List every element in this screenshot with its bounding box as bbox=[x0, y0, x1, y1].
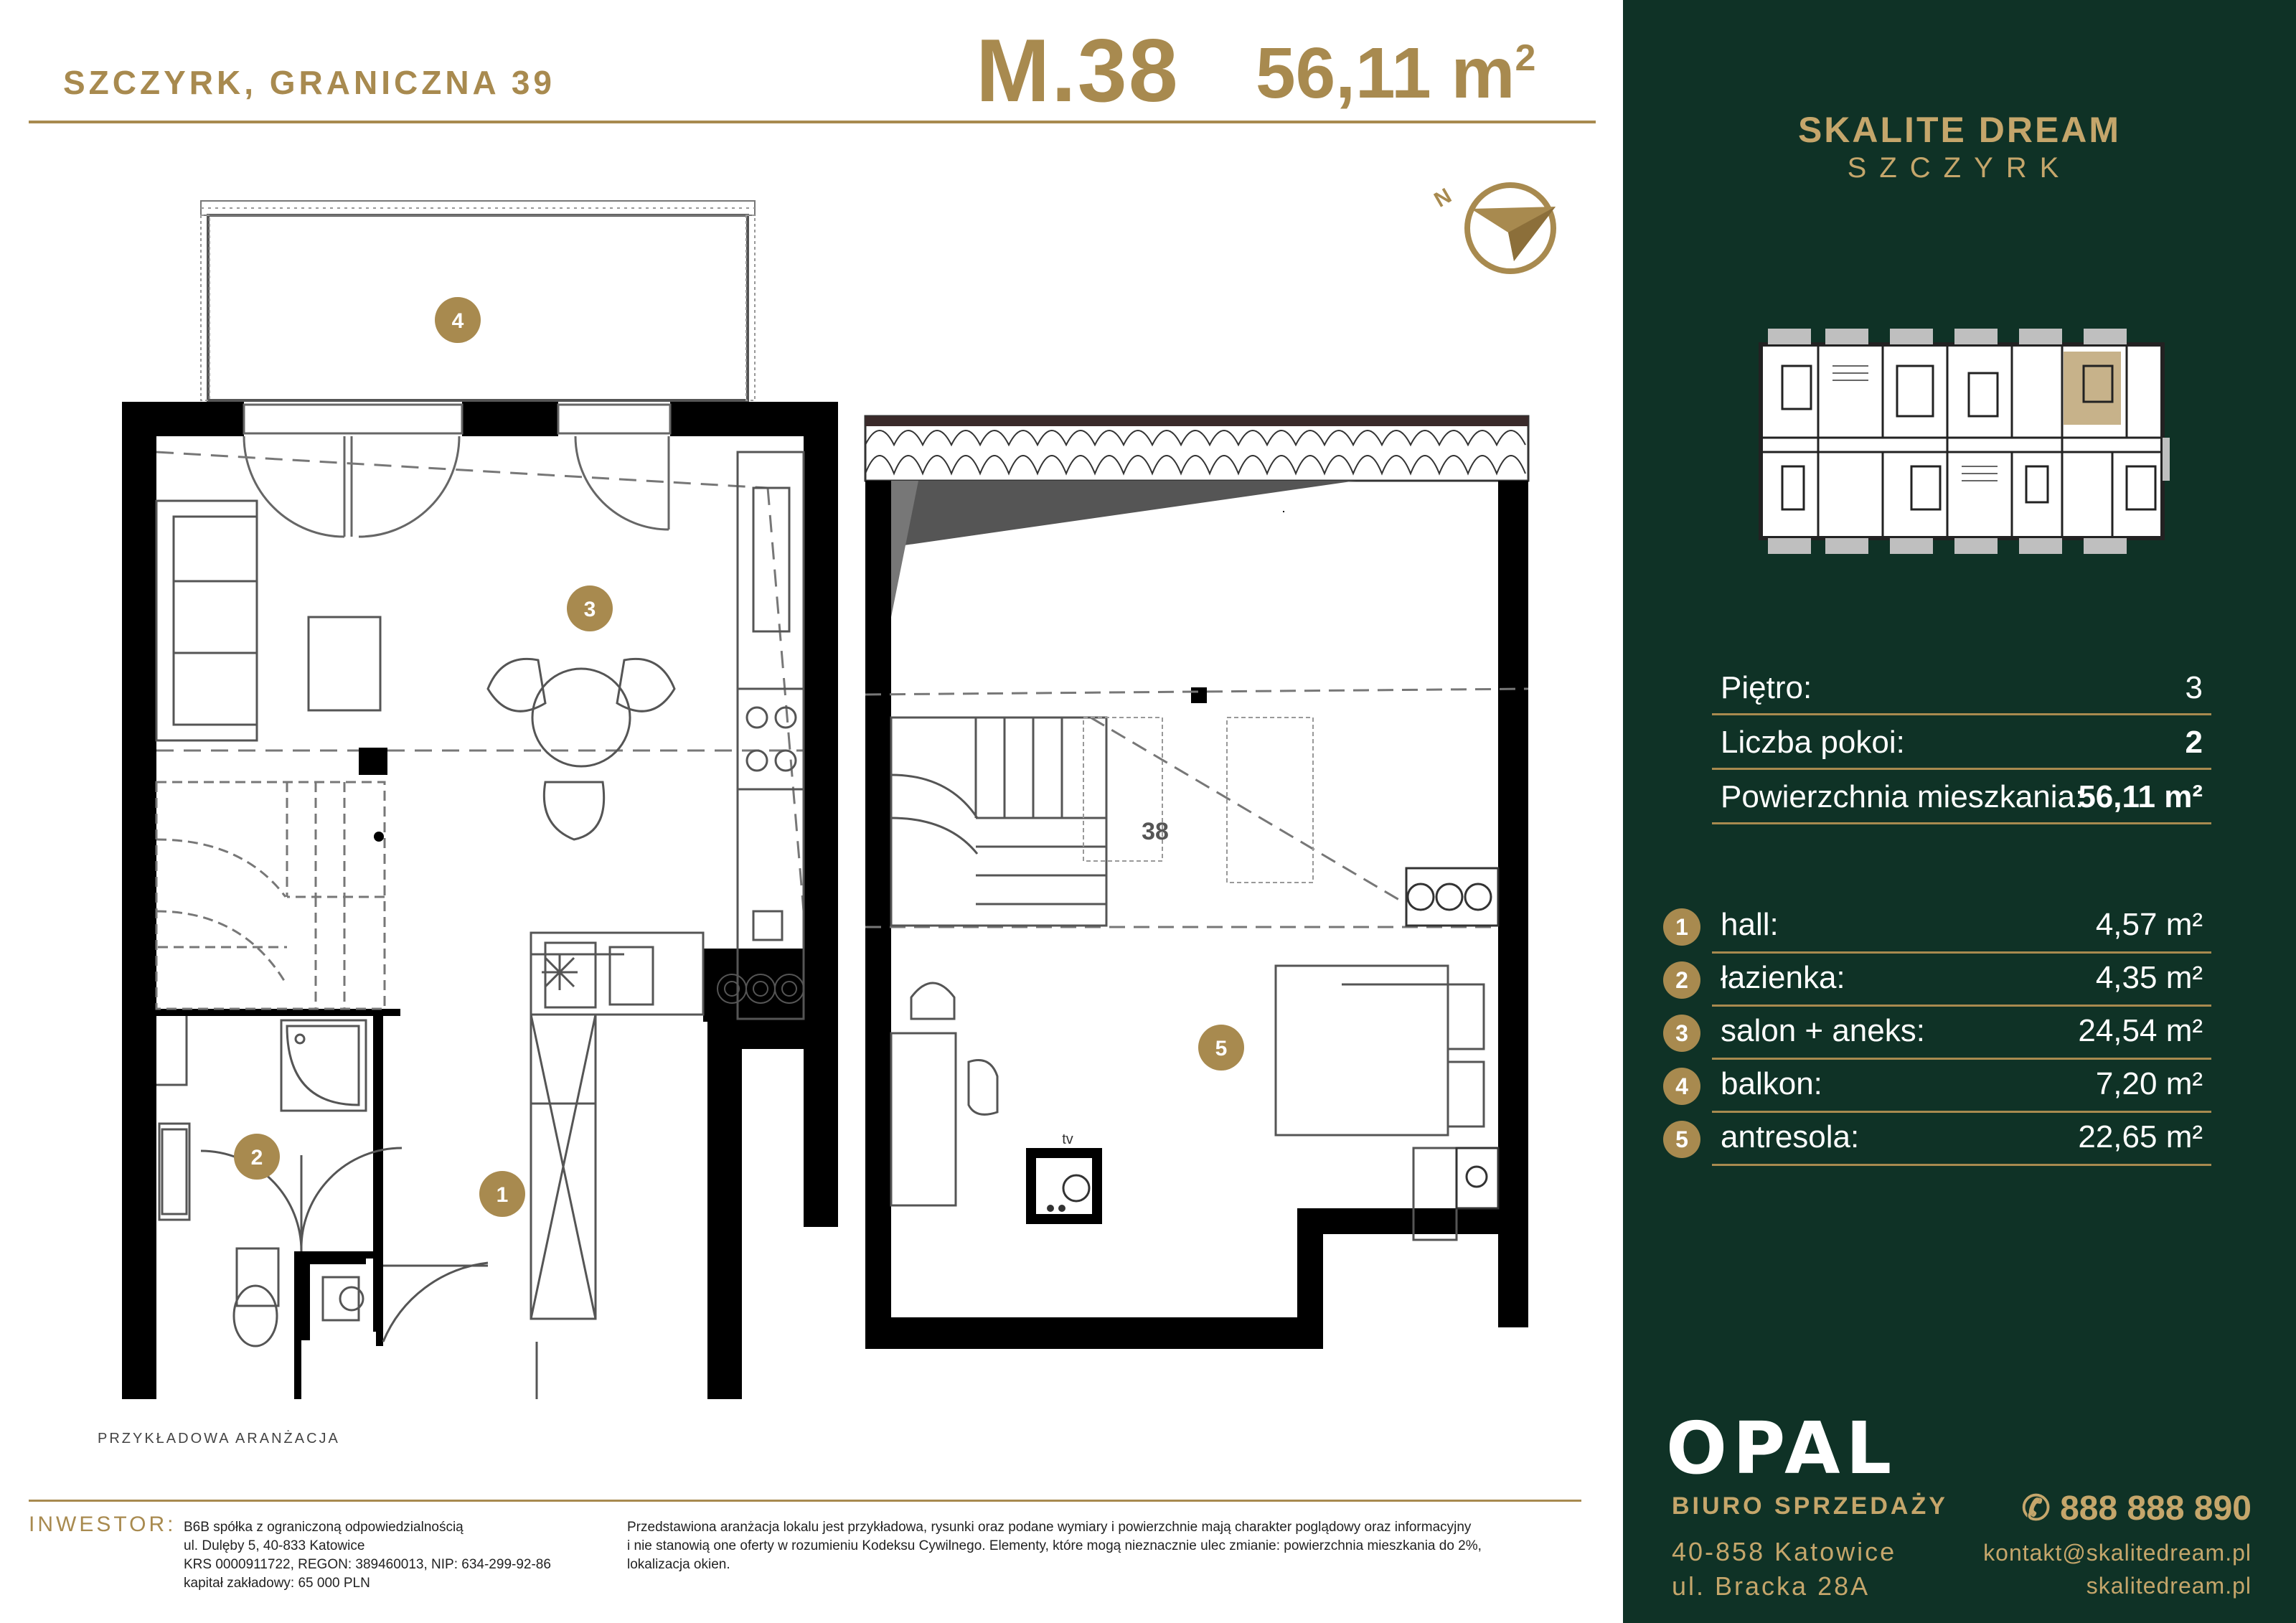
mezzanine-number-label: 38 bbox=[1142, 818, 1169, 845]
stat-area-label: Powierzchnia mieszkania: bbox=[1721, 779, 2084, 814]
stat-rooms-value: 2 bbox=[2185, 725, 2203, 760]
room-list-badge-3: 3 bbox=[1663, 1015, 1700, 1052]
walls-main bbox=[122, 402, 838, 1399]
investor-label: INWESTOR: bbox=[29, 1513, 177, 1536]
room-list-badge-4: 4 bbox=[1663, 1068, 1700, 1105]
info-panel: SKALITE DREAM SZCZYRK bbox=[1623, 0, 2296, 1623]
unit-area-sup: 2 bbox=[1515, 37, 1536, 79]
address-heading: SZCZYRK, GRANICZNA 39 bbox=[63, 64, 555, 101]
room-label-mezzanine: antresola: bbox=[1721, 1119, 1860, 1154]
room-area-balcony: 7,20 m² bbox=[2095, 1066, 2203, 1101]
disclaimer-line: i nie stanowią one oferty w rozumieniu K… bbox=[627, 1538, 1482, 1553]
unit-number: M.38 bbox=[976, 22, 1180, 121]
phone-text: 888 888 890 bbox=[2060, 1490, 2252, 1528]
office-street: ul. Bracka 28A bbox=[1672, 1571, 1871, 1601]
staircase-main bbox=[155, 781, 386, 1010]
investor-details: B6B spółka z ograniczoną odpowiedzialnoś… bbox=[184, 1518, 614, 1593]
bathroom-shaft bbox=[300, 1254, 366, 1340]
room-area-bathroom: 4,35 m² bbox=[2095, 960, 2203, 995]
room-list-badge-2: 2 bbox=[1663, 961, 1700, 999]
building-key-plan bbox=[1759, 329, 2170, 554]
room-row-living: salon + aneks: 24,54 m² bbox=[1712, 1005, 2211, 1060]
website-link[interactable]: skalitedream.pl bbox=[2086, 1573, 2252, 1599]
room-list-badge-5: 5 bbox=[1663, 1121, 1700, 1158]
stat-rooms: Liczba pokoi: 2 bbox=[1712, 715, 2211, 770]
room-row-balcony: balkon: 7,20 m² bbox=[1712, 1058, 2211, 1113]
stat-area-value: 56,11 m² bbox=[2078, 779, 2203, 814]
header-divider bbox=[29, 121, 1596, 123]
room-area-mezzanine: 22,65 m² bbox=[2078, 1119, 2203, 1154]
room-row-mezzanine: antresola: 22,65 m² bbox=[1712, 1111, 2211, 1166]
footer-divider bbox=[29, 1500, 1581, 1502]
floor-plan-mezzanine: 38 tv bbox=[864, 415, 1530, 1349]
room-label-hall: hall: bbox=[1721, 907, 1779, 942]
office-city: 40-858 Katowice bbox=[1672, 1537, 1897, 1566]
phone-number[interactable]: ✆ 888 888 890 bbox=[2022, 1488, 2252, 1528]
investor-line: KRS 0000911722, REGON: 389460013, NIP: 6… bbox=[184, 1557, 551, 1572]
sofa bbox=[155, 499, 258, 742]
entry-door bbox=[382, 1261, 538, 1399]
brand-name: SKALITE DREAM bbox=[1797, 110, 2122, 150]
stat-rooms-label: Liczba pokoi: bbox=[1721, 725, 1905, 760]
balcony bbox=[200, 200, 756, 402]
skylights bbox=[1083, 717, 1314, 883]
mezzanine-edge-lines bbox=[865, 687, 1529, 928]
dining-set bbox=[486, 657, 676, 841]
bathroom-fixtures bbox=[156, 1016, 403, 1347]
desk-and-chairs bbox=[890, 982, 999, 1207]
email-link[interactable]: kontakt@skalitedream.pl bbox=[1983, 1540, 2252, 1566]
wardrobe bbox=[530, 954, 597, 1320]
unit-area-heading: 56,11 m2 bbox=[1256, 32, 1535, 115]
room-row-bathroom: łazienka: 4,35 m² bbox=[1712, 951, 2211, 1007]
room-row-hall: hall: 4,57 m² bbox=[1712, 898, 2211, 954]
walls-mezzanine bbox=[865, 481, 1528, 1349]
roof-insulation bbox=[864, 415, 1530, 624]
kitchen-counter bbox=[530, 451, 805, 1020]
staircase-mezzanine bbox=[890, 716, 1108, 927]
utility-corner bbox=[1405, 867, 1500, 927]
compass-icon: N bbox=[1430, 182, 1556, 274]
room-area-hall: 4,57 m² bbox=[2095, 907, 2203, 942]
room-label-bathroom: łazienka: bbox=[1721, 960, 1845, 995]
investor-line: ul. Dulęby 5, 40-833 Katowice bbox=[184, 1538, 365, 1553]
compass-letter: N bbox=[1430, 184, 1455, 212]
phone-icon: ✆ bbox=[2021, 1490, 2061, 1528]
room-label-living: salon + aneks: bbox=[1721, 1013, 1925, 1048]
room-list-badge-1: 1 bbox=[1663, 908, 1700, 946]
opal-logo: OPAL bbox=[1666, 1406, 1898, 1490]
stat-area: Powierzchnia mieszkania: 56,11 m² bbox=[1712, 769, 2211, 824]
stat-floor-value: 3 bbox=[2185, 670, 2203, 705]
disclaimer: Przedstawiona aranżacja lokalu jest przy… bbox=[627, 1518, 1574, 1574]
sales-office-label: BIURO SPRZEDAŻY bbox=[1672, 1492, 1948, 1520]
disclaimer-line: lokalizacja okien. bbox=[627, 1557, 730, 1572]
room-area-living: 24,54 m² bbox=[2078, 1013, 2203, 1048]
example-arrangement-note: PRZYKŁADOWA ARANŻACJA bbox=[98, 1431, 340, 1446]
bed bbox=[1274, 964, 1485, 1241]
stat-floor-label: Piętro: bbox=[1721, 670, 1812, 705]
roof-slope-lines bbox=[156, 451, 805, 912]
investor-line: kapitał zakładowy: 65 000 PLN bbox=[184, 1576, 370, 1591]
disclaimer-line: Przedstawiona aranżacja lokalu jest przy… bbox=[627, 1520, 1472, 1535]
washer-icons bbox=[717, 974, 804, 1004]
unit-area-value: 56,11 m bbox=[1256, 33, 1515, 113]
floor-plan-main bbox=[122, 200, 838, 1399]
stat-floor: Piętro: 3 bbox=[1712, 660, 2211, 715]
mezzanine-shaft bbox=[1455, 1147, 1500, 1210]
boiler bbox=[321, 1276, 364, 1322]
coffee-table bbox=[307, 616, 382, 712]
tv-cabinet: tv bbox=[1026, 1132, 1102, 1224]
tv-label: tv bbox=[1062, 1132, 1073, 1147]
investor-line: B6B spółka z ograniczoną odpowiedzialnoś… bbox=[184, 1520, 464, 1535]
room-label-balcony: balkon: bbox=[1721, 1066, 1822, 1101]
brand-city: SZCZYRK bbox=[1847, 152, 2072, 184]
